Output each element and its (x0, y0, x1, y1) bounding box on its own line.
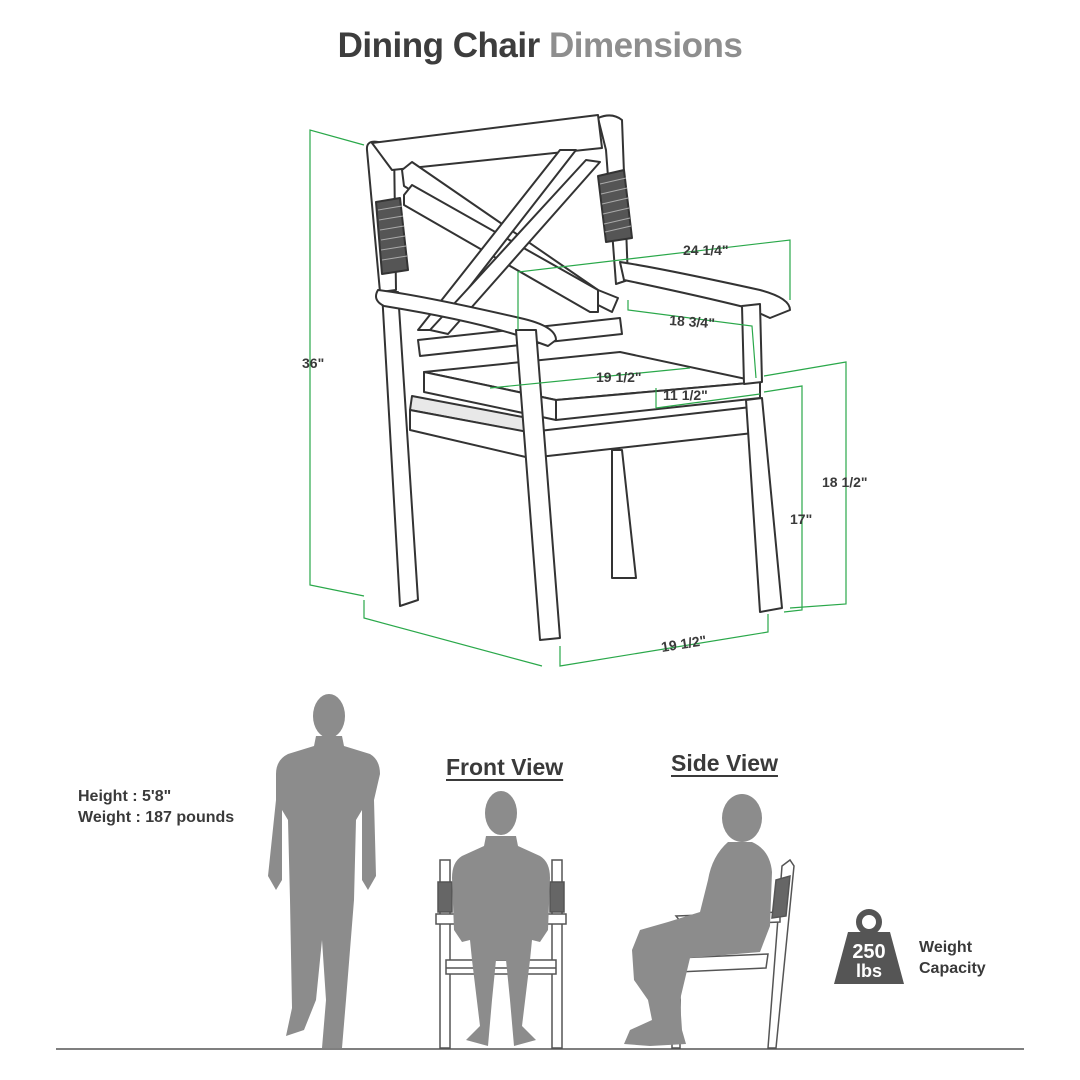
dim-seat-width: 19 1/2" (596, 369, 642, 385)
front-view-person-silhouette (452, 791, 550, 1046)
capacity-line-1: Weight (919, 939, 973, 956)
dimension-lines (309, 129, 847, 667)
person-height: Height : 5'8" (78, 788, 172, 805)
dim-seat-depth: 11 1/2" (663, 387, 708, 403)
side-view-label: Side View (671, 750, 778, 776)
dim-seat-height: 17" (790, 511, 812, 527)
side-view-person-silhouette (624, 794, 772, 1046)
standing-person-silhouette (268, 694, 380, 1048)
title-part-1: Dining Chair (337, 26, 541, 65)
weight-unit: lbs (856, 961, 882, 981)
person-stats: Height : 5'8" Weight : 187 pounds (78, 786, 234, 828)
title-part-2: Dimensions (548, 26, 743, 65)
weight-icon: 250 lbs (834, 909, 904, 984)
dim-overall-height: 36" (302, 355, 324, 371)
page-title: Dining Chair Dimensions (0, 26, 1080, 66)
person-weight: Weight : 187 pounds (78, 809, 235, 826)
dim-arm-depth: 18 3/4" (669, 312, 716, 331)
weight-capacity-label: Weight Capacity (919, 937, 986, 979)
dim-arm-height: 18 1/2" (822, 474, 868, 490)
dim-arm-width: 24 1/4" (683, 242, 729, 258)
capacity-line-2: Capacity (919, 960, 986, 977)
front-view-label: Front View (446, 754, 564, 780)
chair-drawing (365, 114, 791, 641)
weight-number: 250 (852, 941, 885, 963)
dim-base-width: 19 1/2" (660, 632, 708, 655)
